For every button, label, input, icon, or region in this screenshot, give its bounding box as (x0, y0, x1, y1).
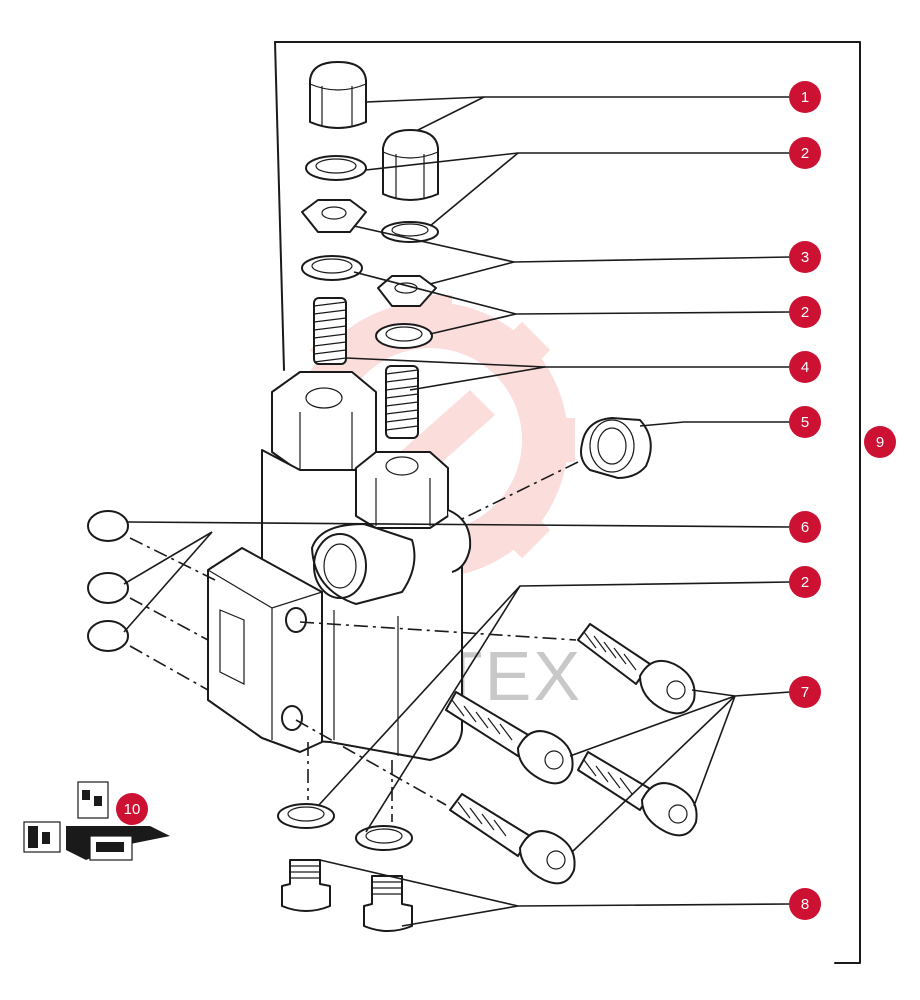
kit-thumbnail (23, 781, 170, 861)
cap-screw-4 (449, 793, 576, 885)
plug (580, 417, 652, 479)
o-ring-bottom (87, 620, 129, 652)
valve-body (207, 371, 472, 761)
callout-2c: 2 (789, 566, 821, 598)
callout-badge (789, 676, 821, 708)
leader-lines (123, 96, 791, 927)
callout-2a: 2 (789, 137, 821, 169)
callout-badge (789, 296, 821, 328)
callout-label: 1 (801, 89, 809, 106)
callout-6: 6 (789, 511, 821, 543)
washer-bottom-right (355, 825, 413, 851)
callout-1: 1 (789, 81, 821, 113)
callout-badge (789, 81, 821, 113)
callout-4: 4 (789, 351, 821, 383)
callout-badge (789, 511, 821, 543)
callout-label: 10 (124, 801, 141, 818)
cap-screw-2 (445, 691, 574, 785)
callout-badge (789, 888, 821, 920)
callout-label: 2 (801, 304, 809, 321)
callout-2b: 2 (789, 296, 821, 328)
callout-badge (789, 406, 821, 438)
callout-label: 7 (801, 684, 809, 701)
cap-screw-1 (577, 623, 696, 715)
callout-label: 6 (801, 519, 809, 536)
callout-badge (116, 793, 148, 825)
callout-3: 3 (789, 241, 821, 273)
callout-label: 2 (801, 145, 809, 162)
callout-label: 9 (876, 434, 884, 451)
drain-plug-left (281, 859, 331, 912)
callout-badge (789, 241, 821, 273)
drain-plug-right (363, 875, 413, 932)
callout-badge (789, 137, 821, 169)
callout-badge (789, 566, 821, 598)
callout-5: 5 (789, 406, 821, 438)
o-ring-middle (87, 572, 129, 604)
spring-left (313, 297, 347, 365)
callout-10: 10 (116, 793, 148, 825)
assembly-bracket (274, 41, 861, 964)
spring-right (385, 365, 419, 439)
callout-8: 8 (789, 888, 821, 920)
washer-right-lower (375, 323, 433, 349)
callout-label: 5 (801, 414, 809, 431)
callout-label: 2 (801, 574, 809, 591)
washer-left-lower (301, 255, 363, 281)
hex-nut-left (301, 199, 367, 233)
callout-label: 4 (801, 359, 809, 376)
callout-badge (789, 351, 821, 383)
washer-bottom-left (277, 803, 335, 829)
callout-badge (864, 426, 896, 458)
callout-7: 7 (789, 676, 821, 708)
callout-label: 3 (801, 249, 809, 266)
callout-9: 9 (864, 426, 896, 458)
cap-nut-left (309, 61, 367, 129)
callout-label: 8 (801, 896, 809, 913)
washer-left-upper (305, 155, 367, 181)
o-ring-top (87, 510, 129, 542)
cap-screw-3 (577, 751, 698, 837)
hex-nut-right (377, 275, 437, 307)
